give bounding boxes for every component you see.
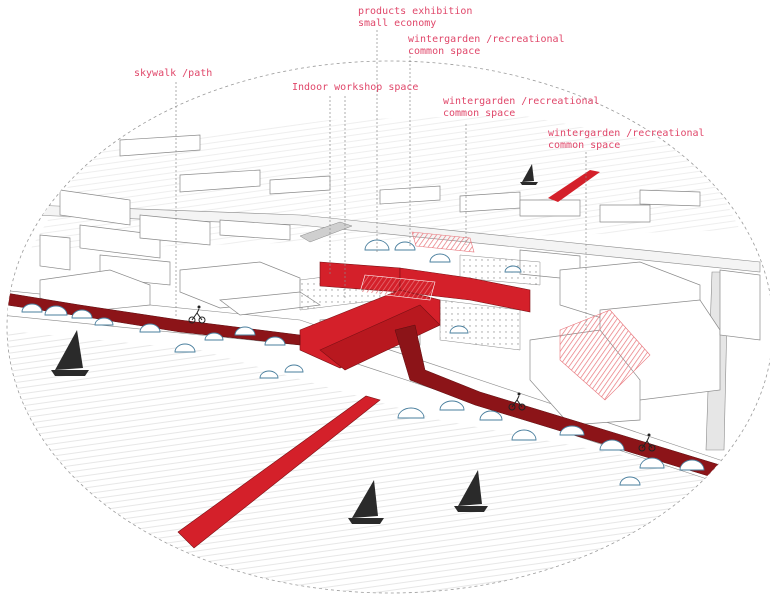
label-wintergarden-1-line1: wintergarden /recreational — [408, 34, 565, 45]
label-wintergarden-1-line2: common space — [408, 46, 480, 57]
site-drawing — [0, 115, 770, 595]
tree-canopy-icon — [285, 365, 303, 372]
tree-canopy-icon — [175, 344, 195, 352]
label-wintergarden-2-line2: common space — [443, 108, 515, 119]
label-skywalk: skywalk /path — [134, 68, 212, 79]
tree-canopy-icon — [365, 240, 389, 250]
label-wintergarden-3-line2: common space — [548, 140, 620, 151]
label-wintergarden-3-line1: wintergarden /recreational — [548, 128, 705, 139]
tree-canopy-icon — [440, 401, 464, 410]
label-indoor-workshop: Indoor workshop space — [292, 82, 418, 93]
label-small-economy: small economy — [358, 18, 436, 29]
tree-canopy-icon — [512, 430, 536, 440]
tree-canopy-icon — [395, 242, 415, 250]
label-products-exhibition: products exhibition — [358, 6, 472, 17]
tree-canopy-icon — [430, 254, 450, 262]
label-wintergarden-2-line1: wintergarden /recreational — [443, 96, 600, 107]
